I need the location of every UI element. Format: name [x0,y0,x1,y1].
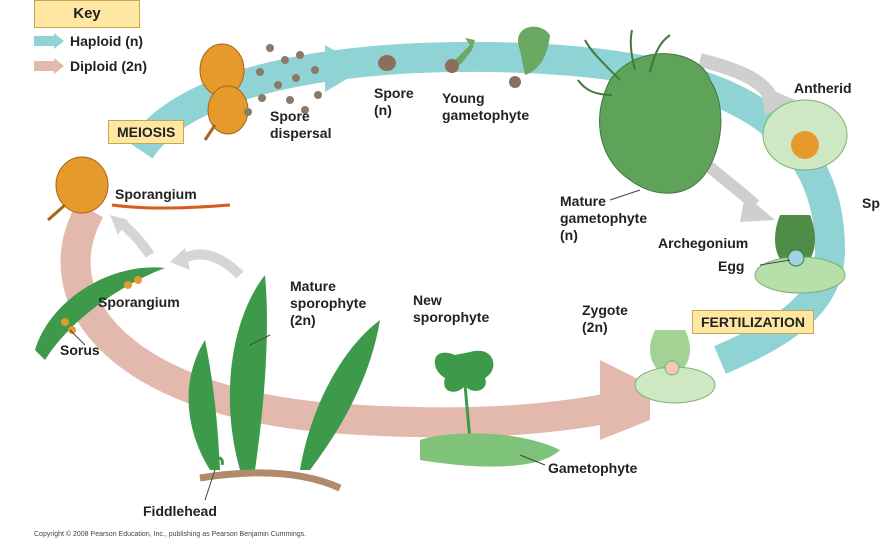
archegonium-icon [754,215,846,294]
haploid-arrowhead [325,45,365,92]
fiddlehead-icon [212,456,224,471]
meiosis-box: MEIOSIS [108,120,185,144]
grey-arrowhead-up [110,215,128,235]
grey-arrow-sporangium [182,249,244,279]
mature-gametophyte-label: Mature gametophyte (n) [560,193,648,243]
mature-sporophyte-label: Mature sporophyte (2n) [290,278,367,328]
grey-arrow-up [116,218,155,258]
spore-dispersal-label: Spore dispersal [270,108,332,141]
spore-scatter-icon [244,44,322,116]
spore-label: Spore (n) [374,85,414,118]
young-gametophyte-icon [445,26,550,88]
diploid-arc [60,202,644,438]
gametophyte-label: Gametophyte [548,460,638,476]
diploid-arrowhead [600,360,650,440]
egg-label: Egg [718,258,745,274]
zygote-icon [634,330,716,404]
new-sporophyte-label: New sporophyte [413,292,490,325]
sporangium-icon [47,156,109,222]
copyright-text: Copyright © 2008 Pearson Education, Inc.… [34,531,307,538]
sorus-label: Sorus [60,342,100,358]
diploid-arrow-icon [34,58,64,74]
key-diploid-label: Diploid (2n) [70,58,147,74]
leader-lines [69,189,791,501]
sporangium-underline [111,203,231,210]
antheridium-icon [762,99,848,171]
antheridium-label: Antherid [794,80,852,96]
key-title: Key [34,0,140,28]
archegonium-label: Archegonium [658,235,749,251]
zygote-label: Zygote (2n) [582,302,628,335]
rhizoids-icon [577,29,671,96]
sporangium-top-label: Sporangium [115,186,197,202]
young-gametophyte-label: Young gametophyte [442,90,530,123]
spore-icon [378,55,396,71]
fiddlehead-label: Fiddlehead [143,503,217,519]
grey-arrowhead-sorus [170,248,190,270]
mature-gametophyte-icon [599,53,722,194]
sporangium-releasing-icon [199,43,249,141]
grey-arrowhead-archegonium [740,195,775,222]
key-haploid-row: Haploid (n) [34,33,143,49]
sperm-label: Sp [862,195,880,211]
key-diploid-row: Diploid (2n) [34,58,147,74]
sporangium-left-label: Sporangium [98,294,180,310]
mature-sporophyte-icon [188,275,380,470]
grey-arrowhead-antheridium [760,85,795,115]
haploid-arrow-icon [34,33,64,49]
rhizome-icon [199,469,342,492]
fertilization-box: FERTILIZATION [692,310,814,334]
pinna-with-sori-icon [35,267,165,360]
new-sporophyte-icon [420,350,560,467]
key-haploid-label: Haploid (n) [70,33,144,49]
